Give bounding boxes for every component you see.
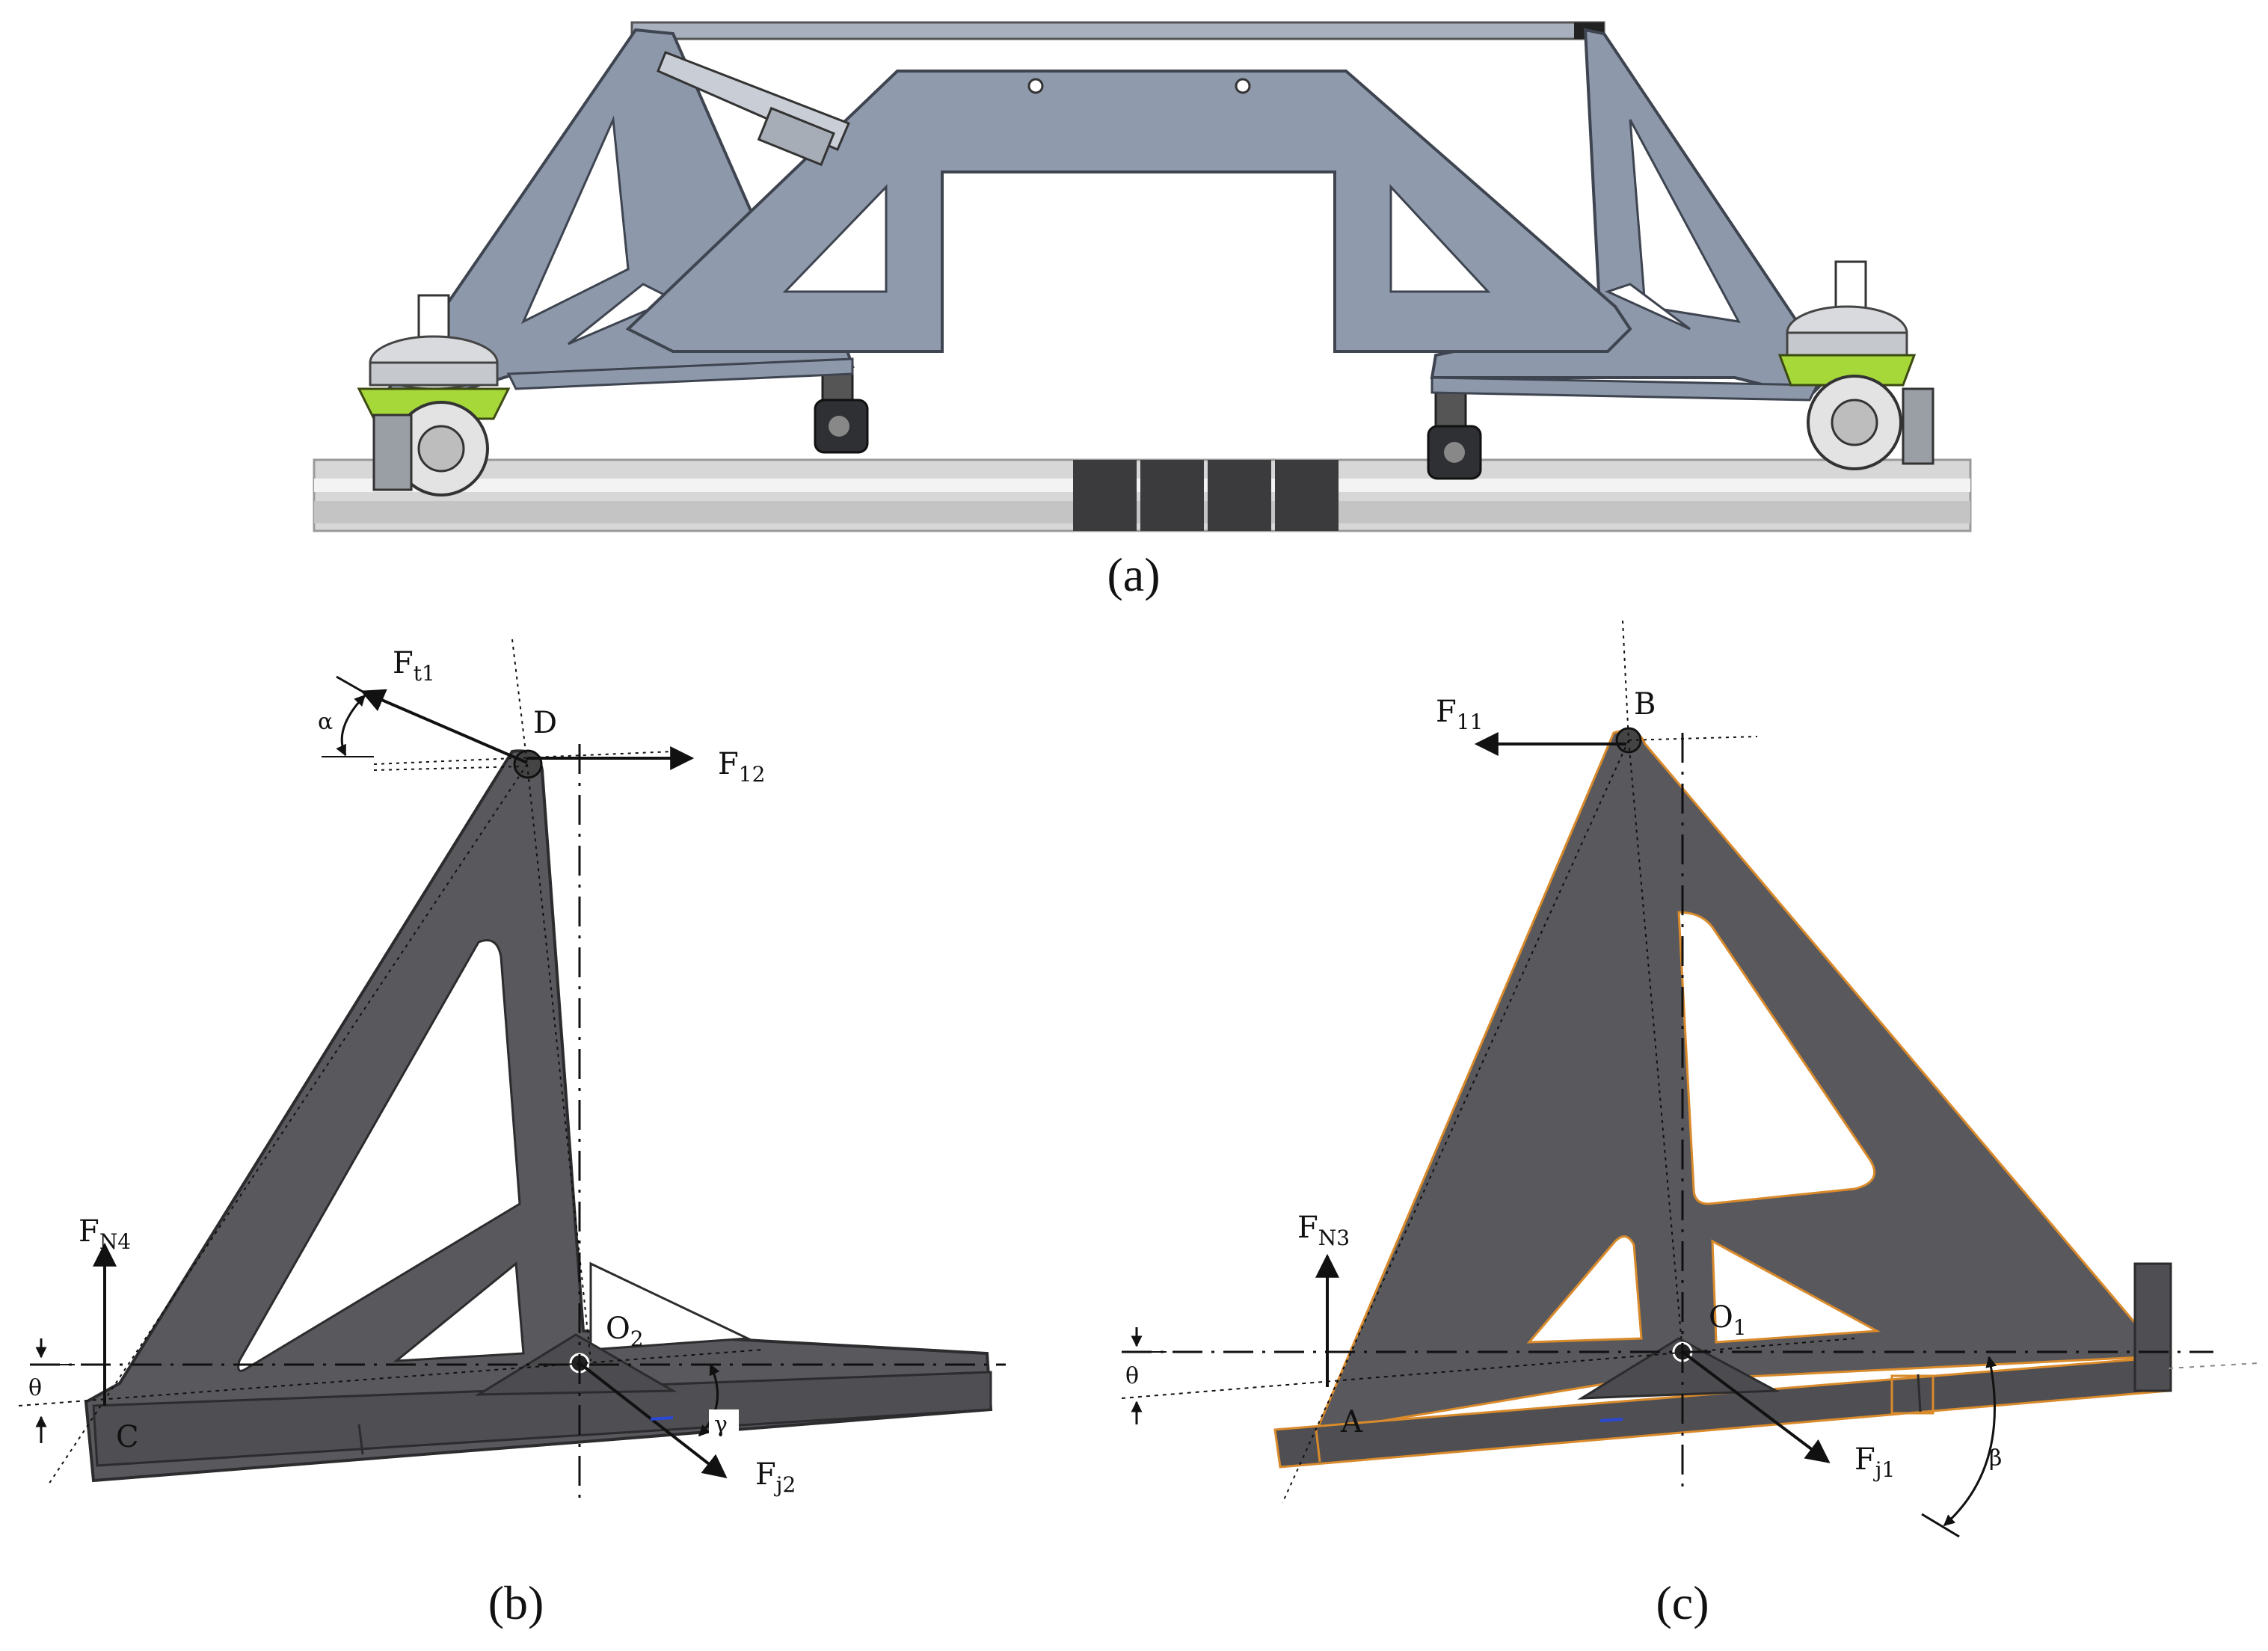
label-point-c: C <box>116 1420 139 1454</box>
label-force-f12: F12 <box>718 747 765 787</box>
panel-a-label: (a) <box>1107 548 1160 601</box>
label-angle-theta-c: θ <box>1125 1363 1139 1389</box>
panel-a: (a) <box>313 21 1972 601</box>
support-wheel-right <box>1427 387 1482 480</box>
rail-joint-blocks <box>1073 460 1339 531</box>
construction-lines-b <box>18 639 1006 1507</box>
force-arrow-fj1 <box>1681 1350 1831 1463</box>
panel-b: D C O2 Ft1 F12 FN4 Fj2 α γ θ (b) <box>18 639 1006 1629</box>
label-point-b: B <box>1634 687 1656 722</box>
top-tension-bar <box>630 21 1605 40</box>
label-point-o2: O2 <box>606 1312 644 1351</box>
panel-c-label: (c) <box>1656 1576 1709 1629</box>
panel-b-label: (b) <box>488 1576 544 1629</box>
drive-unit-right <box>1777 260 1934 470</box>
panel-c: B A O1 F11 FN3 Fj1 β θ (c) <box>1121 620 2259 1629</box>
linear-actuator <box>657 51 850 167</box>
angle-arc-alpha <box>336 694 366 757</box>
label-force-ft1: Ft1 <box>393 646 435 686</box>
label-force-fj1: Fj1 <box>1854 1442 1895 1482</box>
angle-arc-gamma <box>698 1363 720 1437</box>
construction-lines-c <box>1121 620 2259 1504</box>
label-point-a: A <box>1340 1405 1363 1439</box>
label-force-f11: F11 <box>1436 695 1483 734</box>
drive-unit-left <box>357 294 511 496</box>
support-wheel-left <box>814 365 869 454</box>
label-angle-alpha: α <box>318 709 333 735</box>
label-point-d: D <box>533 706 557 740</box>
force-arrow-ft1 <box>360 689 528 764</box>
label-angle-gamma: γ <box>714 1412 728 1438</box>
label-force-fn3: FN3 <box>1297 1211 1350 1250</box>
label-angle-beta: β <box>1989 1445 2002 1472</box>
label-force-fn4: FN4 <box>79 1214 131 1254</box>
label-force-fj2: Fj2 <box>755 1457 796 1497</box>
angle-arc-beta <box>1943 1356 1997 1527</box>
label-angle-theta-b: θ <box>28 1375 42 1401</box>
label-point-o1: O1 <box>1709 1300 1747 1340</box>
